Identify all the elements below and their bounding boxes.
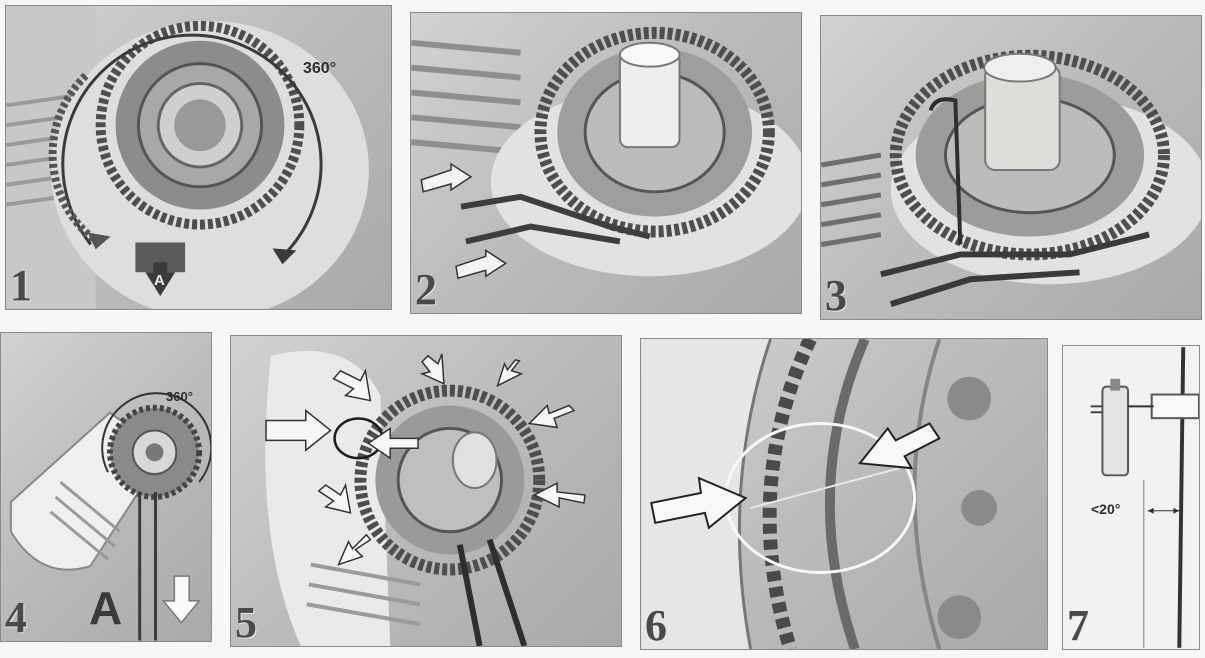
step-number: 1 (10, 260, 32, 310)
direction-marker-a: A (154, 272, 165, 289)
clip-detail-illustration (641, 339, 1047, 649)
step-number: 5 (235, 597, 257, 647)
panel-step-4: 360° A 4 (0, 332, 212, 642)
panel-step-5: 5 (230, 335, 622, 647)
ring-rotation-illustration (6, 6, 391, 309)
max-angle-label: <20° (1091, 501, 1120, 517)
rotation-angle-label: 360° (166, 389, 193, 404)
panel-step-6: 6 (640, 338, 1048, 650)
step-number: 7 (1067, 600, 1089, 650)
ring-strap-illustration (821, 16, 1201, 319)
step-number: 6 (645, 600, 667, 650)
direction-marker-a: A (89, 581, 122, 635)
panel-step-7: <20° 7 (1062, 345, 1200, 650)
panel-step-3: 3 (820, 15, 1202, 320)
rotation-angle-label: 360° (303, 60, 336, 78)
step-number: 3 (825, 270, 847, 320)
step-number: 4 (5, 592, 27, 642)
ring-tool-illustration (411, 13, 801, 313)
clip-check-illustration (231, 336, 621, 646)
panel-step-2: 2 (410, 12, 802, 314)
panel-step-1: 360° A 1 (5, 5, 392, 310)
step-number: 2 (415, 264, 437, 314)
